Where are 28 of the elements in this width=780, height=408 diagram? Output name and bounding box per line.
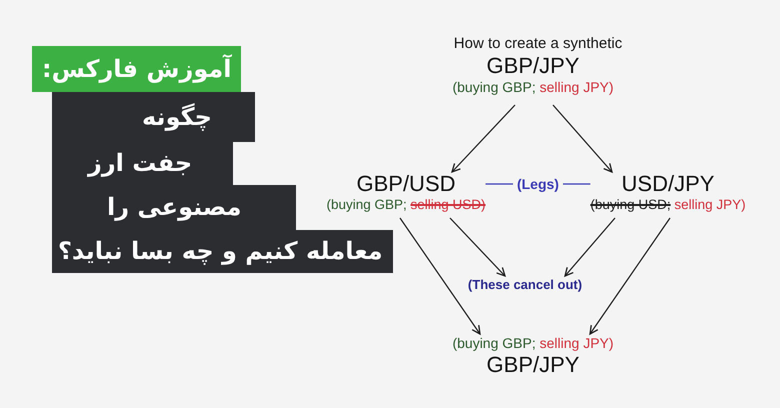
heading-text: معامله کنیم و چه بسا نباید؟ <box>58 237 383 266</box>
heading-text: مصنوعی را <box>107 193 242 222</box>
position-note: (buying USD; <box>590 197 671 212</box>
position-note: (buying GBP; <box>452 335 536 351</box>
position-note: selling USD) <box>410 197 486 212</box>
position-note: selling JPY) <box>674 197 746 212</box>
arrow <box>400 218 481 335</box>
currency-pair: GBP/JPY <box>486 53 580 78</box>
topic-banner <box>32 46 242 92</box>
note-text: (These cancel out) <box>468 277 582 292</box>
heading-band <box>52 230 393 273</box>
heading-text: جفت ارز <box>88 149 192 178</box>
diagram-title: How to create a synthetic <box>454 35 622 53</box>
position-note: selling JPY) <box>540 335 614 351</box>
currency-pair: GBP/USD <box>356 171 456 196</box>
heading-band <box>52 92 255 142</box>
arrow <box>451 104 516 173</box>
arrow <box>564 218 616 277</box>
arrow <box>552 104 613 173</box>
heading-text: چگونه <box>142 102 212 132</box>
position-note: (buying GBP; <box>326 197 407 212</box>
currency-pair: GBP/JPY <box>486 352 580 377</box>
arrow <box>450 218 506 277</box>
arrow <box>589 218 670 335</box>
position-note: (buying GBP; <box>452 79 536 95</box>
position-note: selling JPY) <box>540 79 614 95</box>
currency-pair: USD/JPY <box>622 171 714 196</box>
heading-text: آموزش فارکس: <box>42 54 232 84</box>
